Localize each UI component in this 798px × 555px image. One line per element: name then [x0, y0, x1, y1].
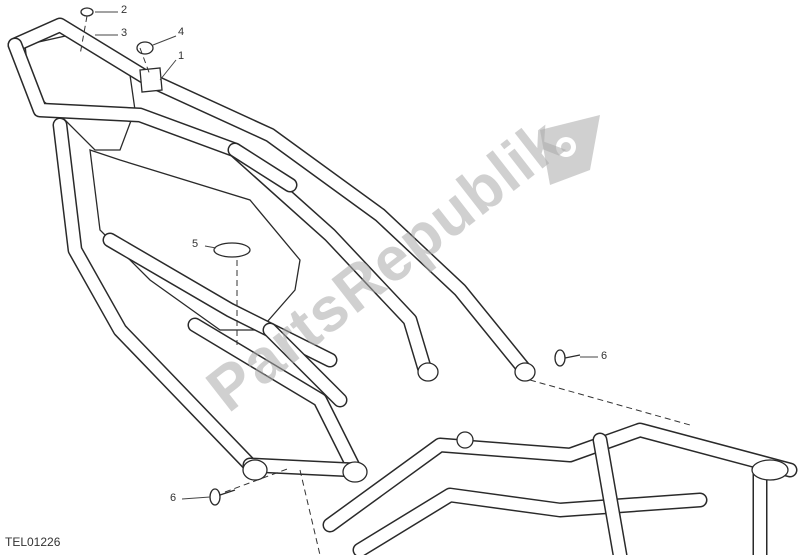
- callout-5: 5: [192, 238, 199, 250]
- callout-2: 2: [121, 4, 128, 16]
- grommet: [213, 242, 251, 258]
- callout-6-left: 6: [170, 492, 177, 504]
- callout-3: 3: [121, 27, 128, 39]
- drawing-code: TEL01226: [5, 535, 61, 549]
- bolt-right: [554, 349, 566, 367]
- cap: [136, 41, 154, 55]
- rear-subframe: [7, 7, 581, 506]
- rubber-bumper: [139, 67, 163, 93]
- bolt-head-top: [80, 7, 94, 17]
- bolt-left: [209, 488, 221, 506]
- callout-6-right: 6: [601, 350, 608, 362]
- main-frame-partial: [322, 422, 798, 555]
- guide-lines: [79, 15, 691, 555]
- gear-flag-icon: [540, 115, 600, 185]
- leader-lines: [95, 11, 598, 500]
- callout-4: 4: [178, 26, 185, 38]
- callout-1: 1: [178, 50, 185, 62]
